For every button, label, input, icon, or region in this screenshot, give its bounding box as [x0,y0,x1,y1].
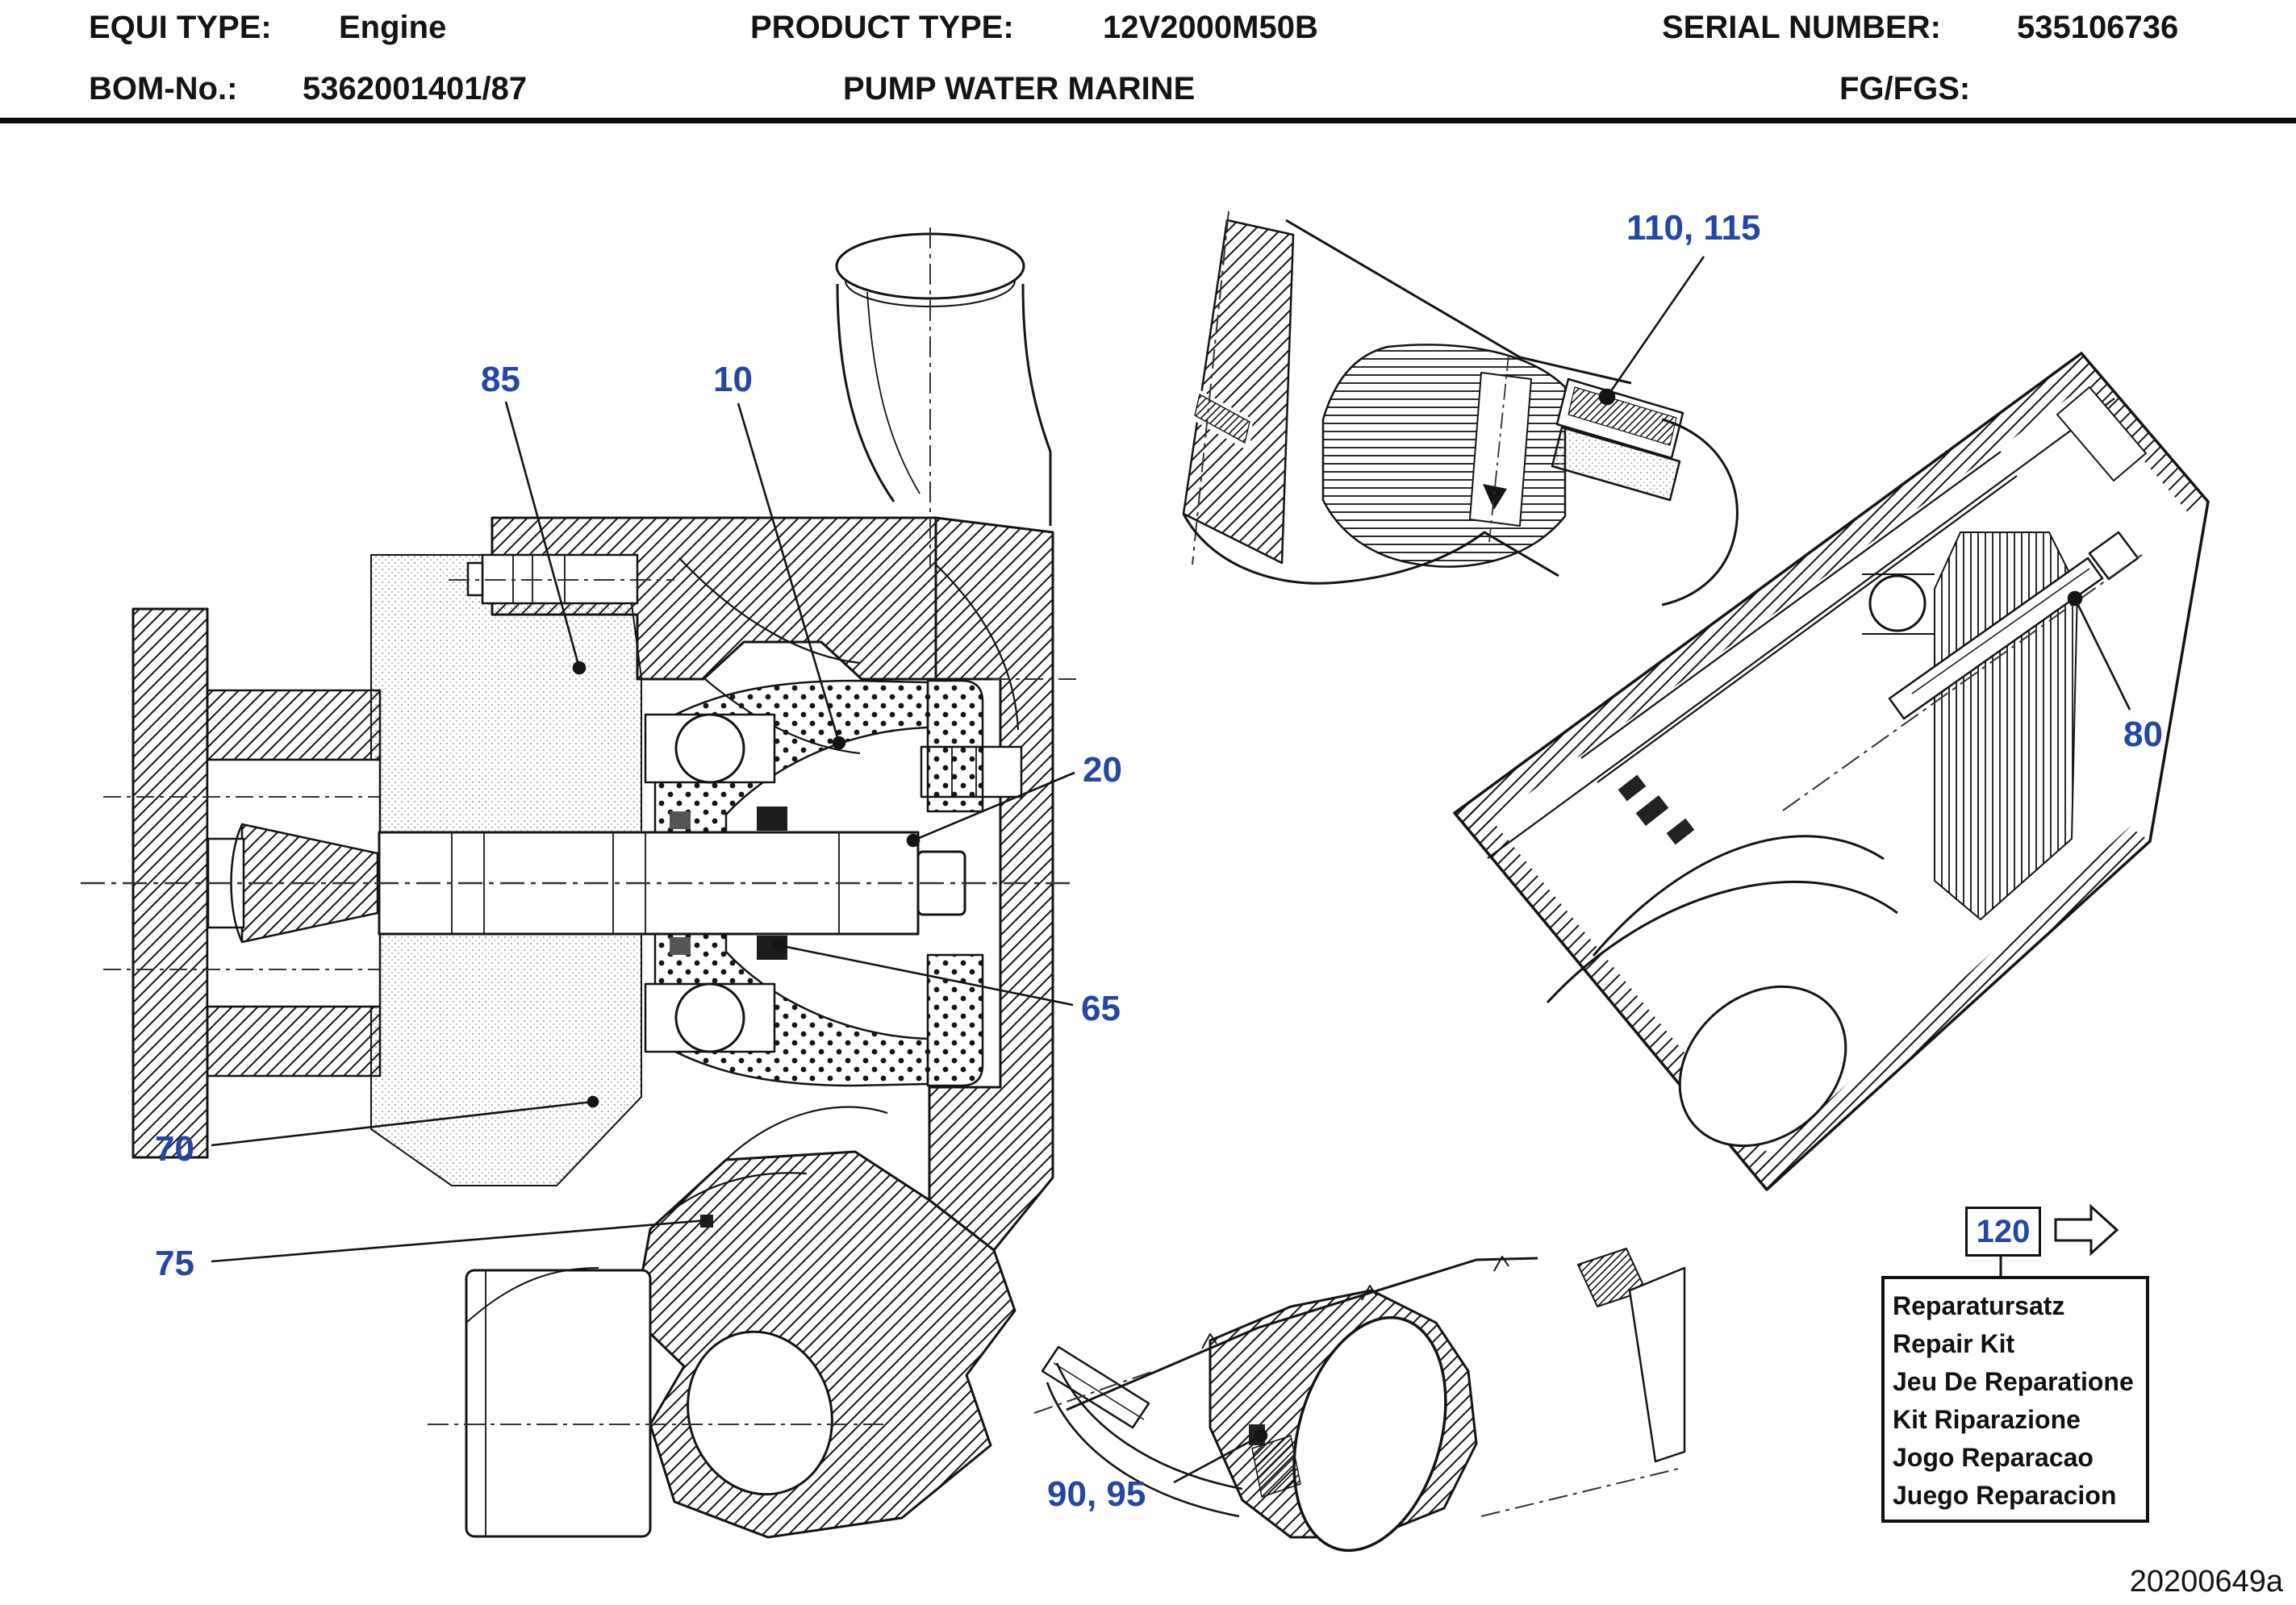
main-pump-cross-section [81,227,1081,1539]
callout-90-95: 90, 95 [1047,1474,1146,1514]
forward-arrow-icon [2054,1203,2119,1257]
bottom-housing-section-inset [1033,1248,1686,1553]
callout-70: 70 [155,1129,194,1169]
pump-name: PUMP WATER MARINE [843,71,1196,106]
equi-type-value: Engine [339,10,447,45]
callout-75: 75 [155,1244,194,1283]
fg-fgs-label: FG/FGS: [1839,71,1971,106]
callout-120-box: 120 [1965,1207,2041,1257]
repair-kit-line-es: Juego Reparacion [1893,1481,2117,1510]
callout-20: 20 [1083,750,1122,790]
repair-kit-line-fr: Jeu De Reparatione [1893,1367,2134,1396]
serial-number-value: 535106736 [2017,10,2179,45]
drawing-number: 20200649a [2129,1565,2283,1599]
bom-number-value: 5362001401/87 [303,71,528,106]
bom-number-label: BOM-No.: [89,71,238,106]
repair-kit-line-en: Repair Kit [1893,1329,2015,1358]
repair-kit-line-de: Reparatursatz [1893,1291,2065,1320]
plug-seal-detail-inset [1182,211,1739,607]
callout-110-115: 110, 115 [1626,208,1761,248]
product-type-label: PRODUCT TYPE: [750,10,1014,45]
callout-65: 65 [1081,989,1121,1028]
product-type-value: 12V2000M50B [1103,10,1318,45]
callout-10: 10 [713,360,753,399]
callout-85: 85 [481,360,520,399]
repair-kit-line-it: Kit Riparazione [1893,1405,2081,1434]
header-divider [0,118,2296,123]
repair-kit-line-pt: Jogo Reparacao [1893,1443,2094,1472]
equi-type-label: EQUI TYPE: [89,10,272,45]
callout-120: 120 [1976,1213,2031,1249]
callout-80: 80 [2123,715,2163,754]
angled-housing-section-inset [1453,352,2210,1191]
serial-number-label: SERIAL NUMBER: [1662,10,1941,45]
repair-kit-legend: Reparatursatz Repair Kit Jeu De Reparati… [1881,1276,2149,1523]
callout-leader-lines [211,256,2131,1484]
